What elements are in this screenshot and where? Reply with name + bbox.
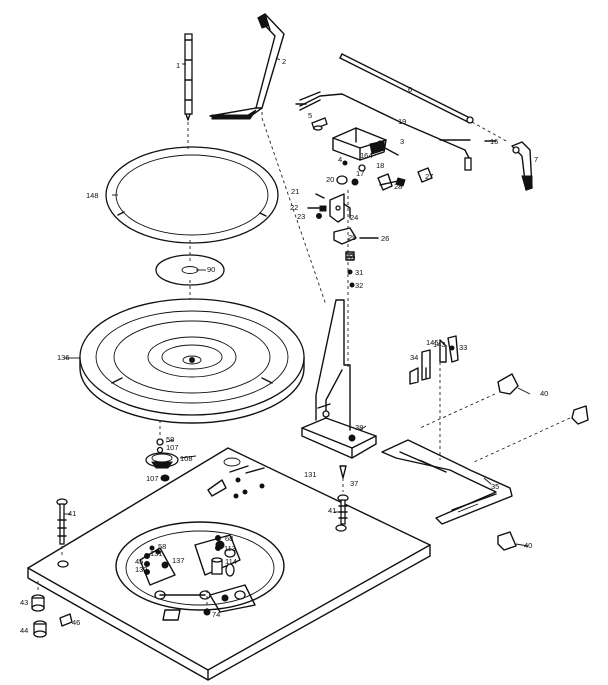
part-label-2: 2: [282, 57, 286, 66]
part-label-44: 44: [20, 626, 28, 635]
part-label-17: 17: [356, 169, 364, 178]
part-label-16: 16: [490, 137, 498, 146]
part-label-40a: 40: [540, 389, 548, 398]
part-label-26: 26: [381, 234, 389, 243]
part-label-22: 22: [290, 203, 298, 212]
stylus-lever: [484, 140, 533, 191]
turntable-platter: [79, 298, 305, 424]
part-label-28: 28: [394, 182, 402, 191]
part-label-45: 45: [135, 557, 143, 566]
part-label-131: 131: [304, 470, 317, 479]
part-label-20: 20: [326, 175, 334, 184]
part-label-29: 29: [348, 233, 356, 242]
part-number-labels: 1 2 3 4 5 6 7 16 17 18 19 20 21 22 23 24…: [20, 57, 548, 635]
part-label-41b: 41: [328, 506, 336, 515]
support-bracket: [301, 299, 377, 459]
screws-and-feet: [31, 465, 349, 638]
part-label-19: 19: [398, 117, 406, 126]
part-label-33: 33: [459, 343, 467, 352]
motor-parts: [144, 535, 223, 616]
tone-arm: [209, 13, 285, 120]
part-label-5: 5: [308, 111, 312, 120]
part-label-58b: 58: [158, 542, 166, 551]
part-label-31: 31: [355, 268, 363, 277]
push-rod: [339, 53, 509, 143]
part-label-145: 145: [426, 338, 439, 347]
part-label-35: 35: [491, 482, 499, 491]
part-label-58: 58: [166, 435, 174, 444]
part-label-34: 34: [410, 353, 418, 362]
link-lever: [381, 439, 513, 525]
turntable-mat: [105, 146, 279, 244]
part-label-132: 132: [135, 565, 148, 574]
arm-post-parts: [261, 112, 433, 370]
part-label-30: 30: [347, 253, 355, 262]
part-label-38: 38: [355, 423, 363, 432]
spindle-adapter: [155, 254, 225, 286]
cartridge: [311, 117, 399, 161]
part-label-23: 23: [297, 212, 305, 221]
base-plate: [27, 447, 431, 681]
part-label-4: 4: [338, 155, 342, 164]
part-label-7: 7: [534, 155, 538, 164]
spindle: [184, 33, 193, 300]
leader-lines: [64, 57, 531, 547]
part-label-136: 136: [57, 353, 70, 362]
part-label-1: 1: [176, 61, 180, 70]
part-label-90: 90: [207, 265, 215, 274]
part-label-114: 114: [225, 557, 237, 566]
part-label-131b: 131: [150, 549, 163, 558]
part-label-113: 113: [224, 544, 236, 553]
part-label-37: 37: [350, 479, 358, 488]
part-label-148: 148: [86, 191, 99, 200]
part-label-43: 43: [20, 598, 28, 607]
part-label-108: 108: [180, 454, 193, 463]
part-label-27: 27: [425, 172, 433, 181]
part-label-24: 24: [350, 213, 358, 222]
clips: [419, 373, 589, 551]
part-label-164: 164: [360, 151, 373, 160]
part-label-18: 18: [376, 161, 384, 170]
part-label-46: 46: [72, 618, 80, 627]
part-label-107: 107: [166, 443, 179, 452]
part-label-107b: 107: [146, 474, 159, 483]
part-label-137: 137: [172, 556, 185, 565]
part-label-3: 3: [400, 137, 404, 146]
trip-levers: [409, 335, 459, 460]
part-label-74: 74: [212, 610, 220, 619]
part-label-143: 143: [433, 340, 446, 349]
part-label-68: 68: [225, 534, 233, 543]
drive-pulley: [145, 420, 179, 482]
part-label-32: 32: [355, 281, 363, 290]
part-label-21: 21: [291, 187, 299, 196]
part-label-41a: 41: [68, 509, 76, 518]
part-label-6: 6: [408, 85, 412, 94]
cartridge-wires: [295, 91, 472, 171]
part-label-40b: 40: [524, 541, 532, 550]
